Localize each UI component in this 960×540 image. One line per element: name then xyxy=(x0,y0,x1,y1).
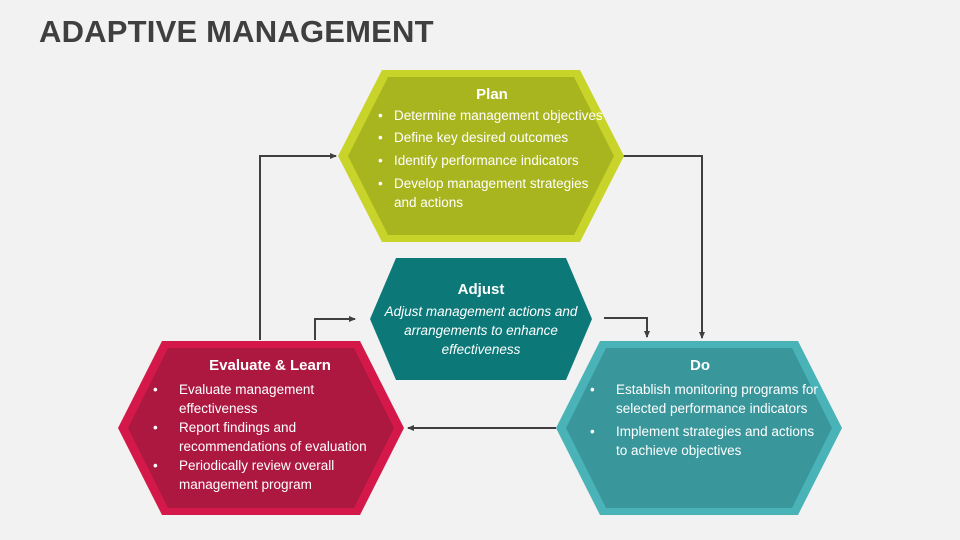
adjust-heading: Adjust xyxy=(457,281,505,298)
do-list: Establish monitoring programs for select… xyxy=(582,380,818,460)
adjust-box: Adjust Adjust management actions and arr… xyxy=(384,281,578,359)
connector-evaluate-to-adjust xyxy=(314,316,356,340)
evaluate-item: Periodically review overall management p… xyxy=(145,456,395,494)
evaluate-heading: Evaluate & Learn xyxy=(209,357,331,374)
plan-box: Plan Determine management objectives Def… xyxy=(372,86,612,216)
do-item: Establish monitoring programs for select… xyxy=(582,380,818,418)
evaluate-box: Evaluate & Learn Evaluate management eff… xyxy=(145,357,395,498)
evaluate-list: Evaluate management effectiveness Report… xyxy=(145,380,395,494)
do-heading: Do xyxy=(690,357,710,374)
do-box: Do Establish monitoring programs for sel… xyxy=(582,357,818,464)
connector-adjust-to-do xyxy=(604,317,650,338)
do-item: Implement strategies and actions to achi… xyxy=(582,422,818,460)
plan-item: Identify performance indicators xyxy=(372,151,612,170)
plan-item: Define key desired outcomes xyxy=(372,128,612,147)
plan-heading: Plan xyxy=(476,86,508,103)
evaluate-item: Evaluate management effectiveness xyxy=(145,380,395,418)
plan-item: Determine management objectives xyxy=(372,106,612,125)
adjust-hexagon xyxy=(370,258,592,380)
adjust-text: Adjust management actions and arrangemen… xyxy=(384,304,578,357)
plan-list: Determine management objectives Define k… xyxy=(372,106,612,212)
slide-title: ADAPTIVE MANAGEMENT xyxy=(39,14,434,49)
evaluate-item: Report findings and recommendations of e… xyxy=(145,418,395,456)
connector-plan-to-do xyxy=(622,155,705,339)
connector-evaluate-to-plan xyxy=(259,153,337,340)
plan-item: Develop management strategies and action… xyxy=(372,174,612,212)
